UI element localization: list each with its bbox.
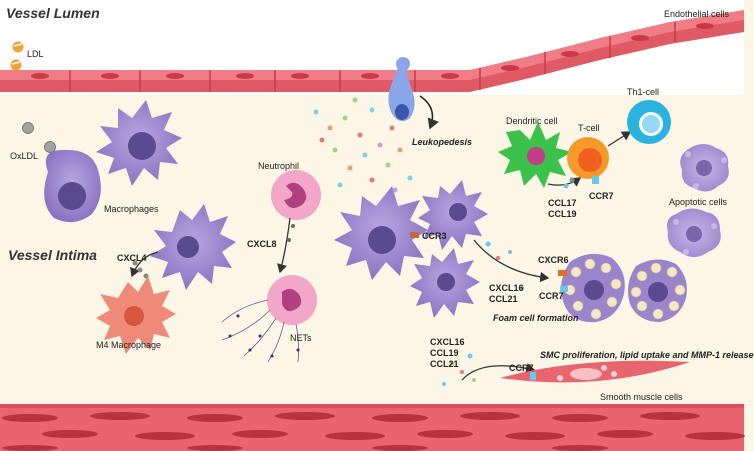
endothelial-label: Endothelial cells <box>664 9 730 19</box>
macrophage-small-bottom <box>410 248 480 318</box>
th1-cell-label: Th1-cell <box>627 87 660 97</box>
leukopedesis-label: Leukopedesis <box>412 137 473 147</box>
ccl21-foam-label: CCL21 <box>489 294 518 304</box>
vessel-lumen-title: Vessel Lumen <box>6 5 100 21</box>
t-cell-shape <box>567 137 609 184</box>
oxldl-label: OxLDL <box>10 151 39 161</box>
apoptotic-cells-label: Apoptotic cells <box>669 197 728 207</box>
foam-cell-1 <box>558 253 625 323</box>
cxcl8-label: CXCL8 <box>247 239 277 249</box>
neutrophil-cell <box>271 170 321 220</box>
chemokine-dots <box>313 97 413 193</box>
smc-chemokines <box>442 353 476 386</box>
smooth-muscle-label: Smooth muscle cells <box>600 392 683 402</box>
nets-cell <box>221 275 317 363</box>
smooth-muscle-cell <box>500 360 690 383</box>
ccl19-smc-label: CCL19 <box>430 348 459 358</box>
ldl-particles <box>10 41 24 71</box>
macrophage-small-top <box>418 180 488 250</box>
ccr7-foam-label: CCR7 <box>539 291 564 301</box>
ccr3-label: CCR3 <box>422 231 447 241</box>
ccr7-tcell-label: CCR7 <box>589 191 614 201</box>
cxcl4-label: CXCL4 <box>117 253 147 263</box>
smc-description-label: SMC proliferation, lipid uptake and MMP-… <box>540 350 754 360</box>
dendritic-cell-shape <box>498 122 572 188</box>
macrophage-large <box>96 100 182 186</box>
th1-cell-shape <box>627 100 671 144</box>
neutrophil-label: Neutrophil <box>258 161 300 171</box>
m4-macrophage-label: M4 Macrophage <box>96 340 162 350</box>
macrophage-ccr3 <box>334 186 428 280</box>
macrophage-cxcl4 <box>150 204 236 290</box>
ccr7-smc-label: CCR7 <box>509 363 534 373</box>
apoptotic-cells <box>667 144 729 257</box>
ccl17-label: CCL17 <box>548 198 577 208</box>
leukopedesis-cell <box>388 57 439 130</box>
cxcr6-label: CXCR6 <box>538 255 569 265</box>
ldl-label: LDL <box>27 49 44 59</box>
macrophages-label: Macrophages <box>104 204 159 214</box>
dendritic-cell-label: Dendritic cell <box>506 116 558 126</box>
endothelium-layer <box>0 10 744 92</box>
cxcl16-smc-label: CXCL16 <box>430 337 465 347</box>
macrophage-with-oxldl <box>44 149 101 223</box>
ccl21-smc-label: CCL21 <box>430 359 459 369</box>
foam-cell-2 <box>628 259 687 322</box>
foam-formation-label: Foam cell formation <box>493 313 579 323</box>
muscle-layer <box>0 404 745 451</box>
nets-label: NETs <box>290 333 312 343</box>
ccl19-label: CCL19 <box>548 209 577 219</box>
t-cell-label: T-cell <box>578 123 600 133</box>
m4-macrophage-cell <box>96 276 176 354</box>
vessel-intima-title: Vessel Intima <box>8 247 97 263</box>
cxcl16-foam-label: CXCL16 <box>489 283 524 293</box>
